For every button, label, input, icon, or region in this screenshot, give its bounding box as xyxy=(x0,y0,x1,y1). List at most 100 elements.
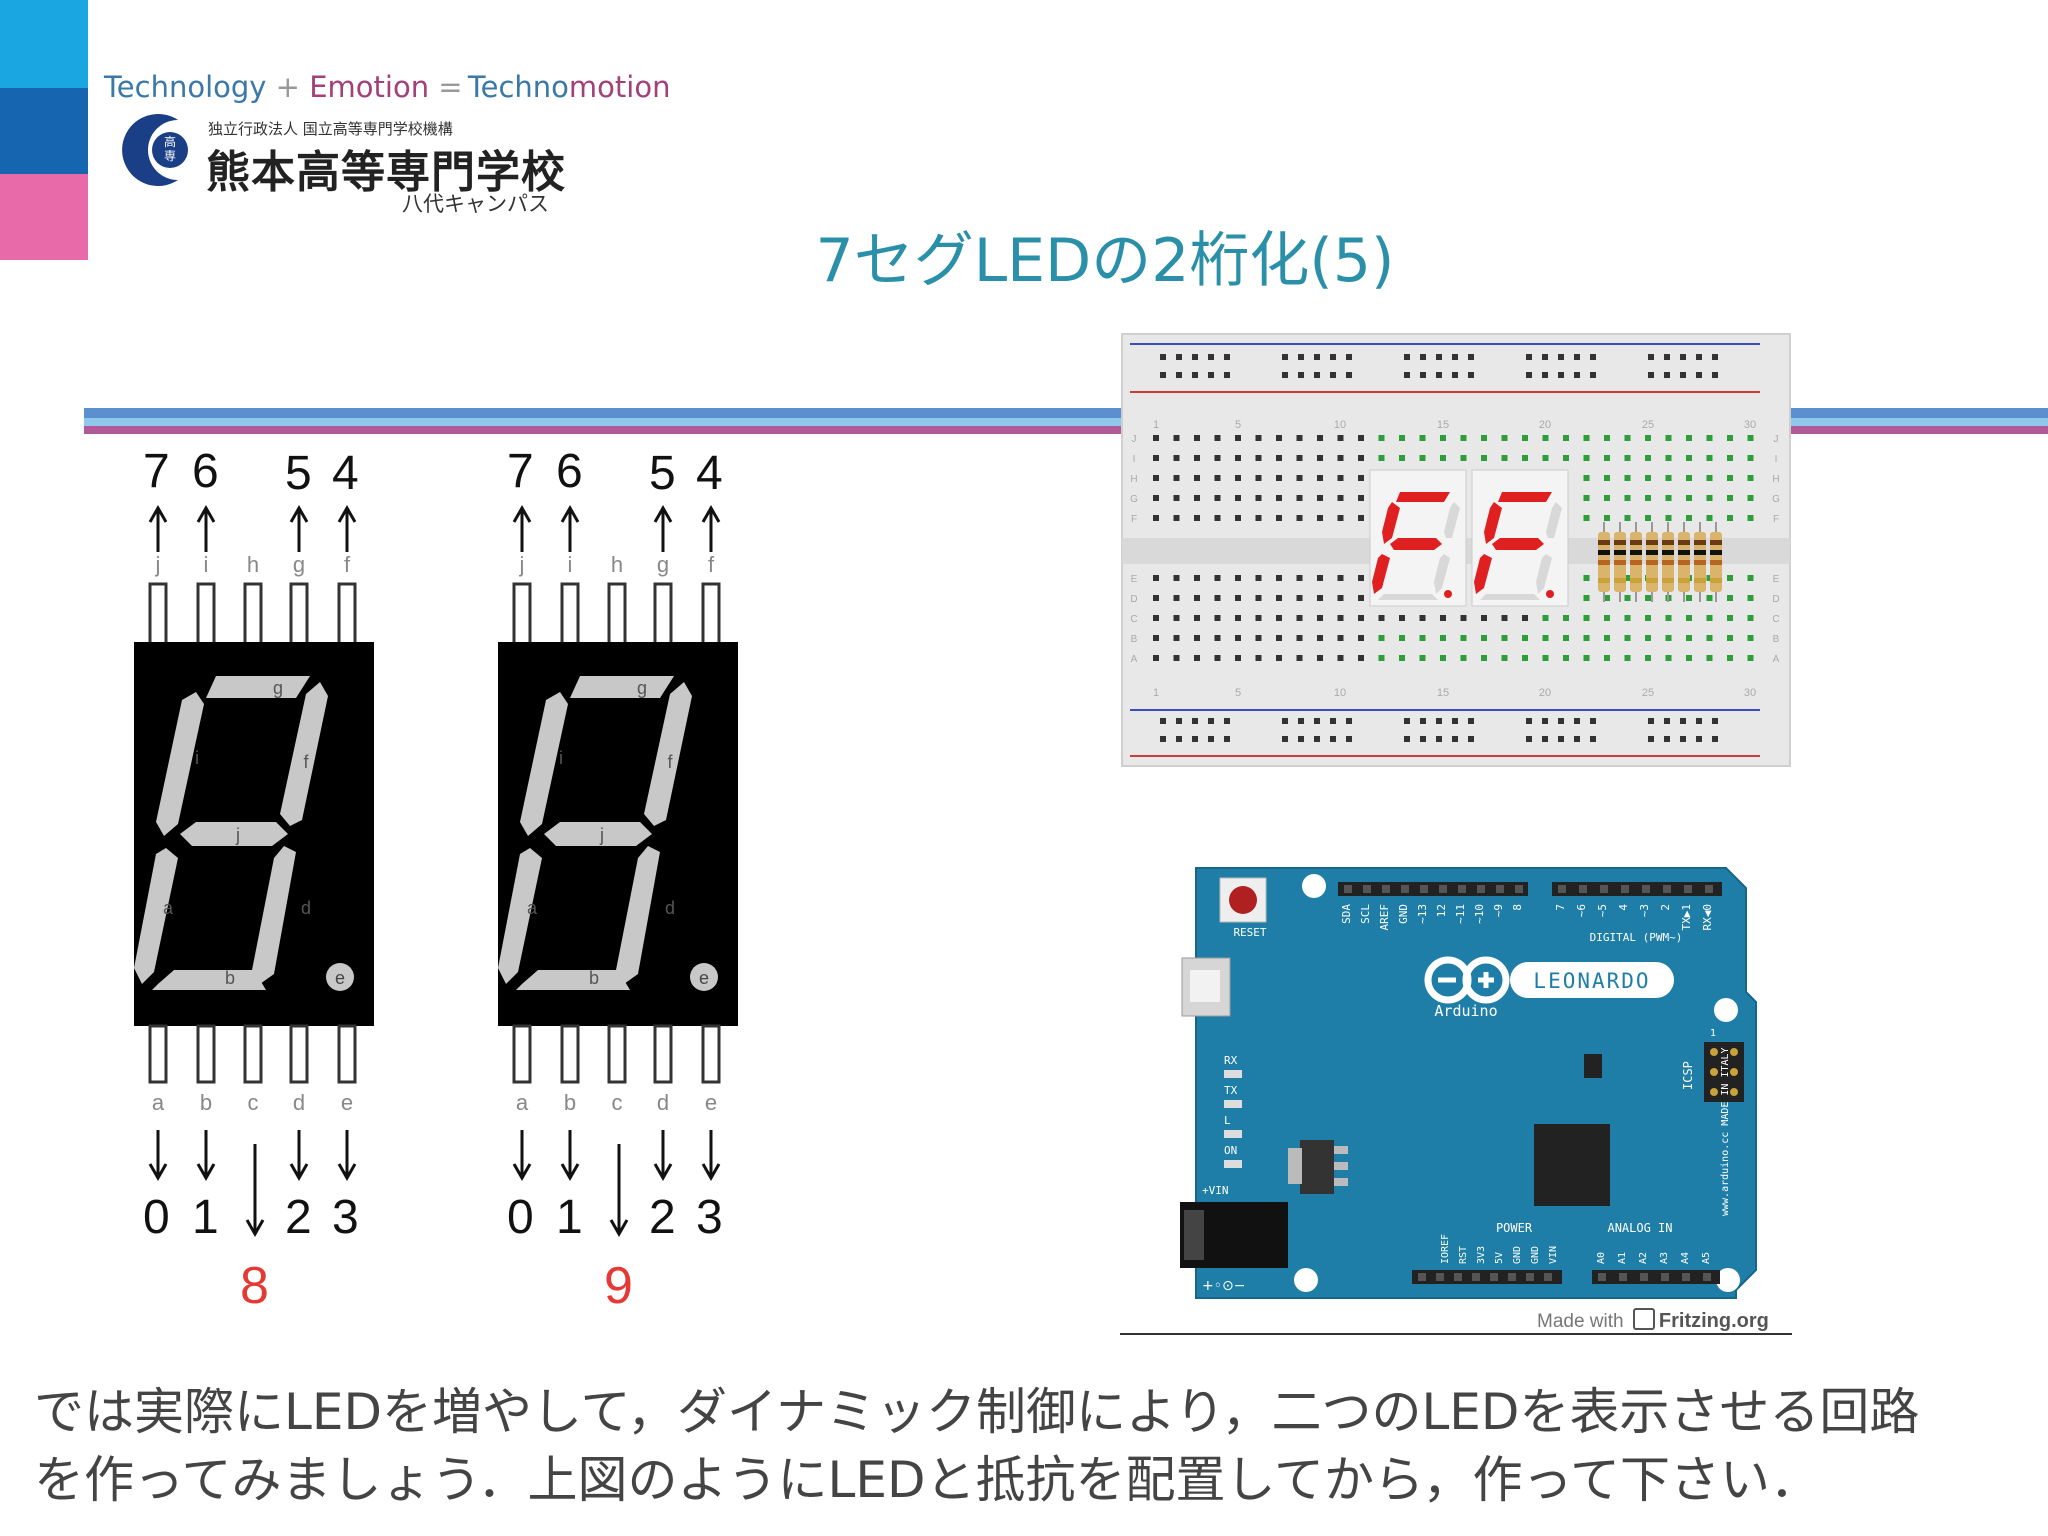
breadboard: 1 5 10 15 20 25 30 1 5 10 15 20 25 30 J … xyxy=(1121,333,1791,767)
row-letter: D xyxy=(1772,594,1779,605)
row-letter: I xyxy=(1133,454,1136,465)
row-letter: C xyxy=(1130,614,1137,625)
stripe-light xyxy=(84,418,2048,426)
bottom-pin-letter: c xyxy=(248,1090,259,1115)
fritzing-credit: Made with Fritzing.org xyxy=(1537,1308,1769,1333)
arduino-pin-label: 7 xyxy=(1554,904,1567,911)
tagline-plus: + xyxy=(275,70,300,104)
arduino-pin-label: ~9 xyxy=(1492,904,1505,917)
arduino-pin-label: ~13 xyxy=(1416,904,1429,924)
arduino-pin-label: ~5 xyxy=(1596,904,1609,917)
arduino-brand: Arduino xyxy=(1434,1002,1497,1020)
bottom-pin-legs xyxy=(148,1024,357,1084)
pin-label: 1 xyxy=(556,1191,583,1244)
made-in-label: www.arduino.cc MADE IN ITALY xyxy=(1720,1047,1731,1216)
arduino-pin-label: ~10 xyxy=(1473,904,1486,924)
segment-d xyxy=(616,846,660,984)
segment-label: b xyxy=(225,968,235,988)
led-label: RX xyxy=(1224,1054,1238,1067)
arduino-pin-label: IOREF xyxy=(1440,1234,1451,1264)
segment-label: g xyxy=(273,678,283,698)
common-pin-label: 9 xyxy=(604,1257,633,1315)
led-label: ON xyxy=(1224,1144,1237,1157)
row-letter: E xyxy=(1131,574,1138,585)
segment-label: i xyxy=(559,748,563,768)
body-text-line-1: では実際にLEDを増やして，ダイナミック制御により，二つのLEDを表示させる回路 xyxy=(34,1383,1920,1441)
row-letter: C xyxy=(1772,614,1779,625)
top-pin-letter: h xyxy=(247,552,259,577)
top-pin-letter: i xyxy=(568,552,573,577)
pin-label: 1 xyxy=(192,1191,219,1244)
segment-label: i xyxy=(195,748,199,768)
row-letter: B xyxy=(1773,634,1780,645)
down-arrows xyxy=(512,1130,721,1182)
bottom-pin-letter: e xyxy=(705,1090,717,1115)
led-label: L xyxy=(1224,1114,1231,1127)
segment-i xyxy=(156,692,204,836)
segment-label: j xyxy=(235,825,240,845)
arduino-pin-label: 2 xyxy=(1659,904,1672,911)
segment-i xyxy=(520,692,568,836)
arduino-pin-label: A0 xyxy=(1596,1252,1607,1264)
top-pin-letter: g xyxy=(293,552,305,577)
stripe-blue xyxy=(84,408,2048,418)
body-text: では実際にLEDを増やして，ダイナミック制御により，二つのLEDを表示させる回路… xyxy=(34,1378,2034,1514)
pin-label: 7 xyxy=(507,445,534,498)
arduino-pin-label: A3 xyxy=(1659,1252,1670,1264)
col-number: 10 xyxy=(1334,687,1346,699)
pin-label: 4 xyxy=(696,447,723,500)
segment-label: b xyxy=(589,968,599,988)
bottom-pin-letter: c xyxy=(612,1090,623,1115)
segment-b xyxy=(152,970,266,990)
school-logo: 高 専 xyxy=(122,114,188,186)
logo-text-2: 専 xyxy=(164,149,176,163)
col-number: 25 xyxy=(1642,687,1654,699)
school-org: 独立行政法人 国立高等専門学校機構 xyxy=(208,120,453,138)
tagline: Technology + Emotion = Technomotion xyxy=(104,70,670,104)
arduino-pin-label: 12 xyxy=(1435,904,1448,917)
tagline-technology: Technology xyxy=(104,70,267,104)
col-number: 15 xyxy=(1437,419,1449,431)
decimal-point xyxy=(326,963,354,991)
led-label: TX xyxy=(1224,1084,1238,1097)
pin-label: 0 xyxy=(143,1191,170,1244)
top-pin-letter: f xyxy=(708,552,715,577)
arduino-pin-label: RST xyxy=(1458,1246,1469,1264)
segment-label: f xyxy=(303,752,309,772)
arduino-pin-label: SDA xyxy=(1340,904,1353,924)
bottom-pin-letter: b xyxy=(200,1090,212,1115)
row-letter: E xyxy=(1773,574,1780,585)
tagline-motion: motion xyxy=(568,70,671,104)
arduino-pin-label: GND xyxy=(1397,904,1410,924)
segment-g xyxy=(570,676,674,698)
col-number: 20 xyxy=(1539,419,1551,431)
slide-title: 7セグLEDの2桁化(5) xyxy=(815,226,1395,296)
breadboard-holes xyxy=(1153,354,1754,742)
breadboard-7seg-modules xyxy=(1369,469,1569,607)
arduino-pin-label: ~6 xyxy=(1575,904,1588,917)
segment-a xyxy=(134,848,178,984)
left-bar-cyan xyxy=(0,0,88,88)
col-number: 5 xyxy=(1235,419,1241,431)
col-number: 1 xyxy=(1153,687,1159,699)
col-number: 20 xyxy=(1539,687,1551,699)
power-label: POWER xyxy=(1496,1221,1533,1235)
campus-name: 八代キャンパス xyxy=(402,192,549,216)
top-pin-letter: i xyxy=(204,552,209,577)
digital-label: DIGITAL (PWM~) xyxy=(1590,931,1683,944)
row-letter: B xyxy=(1131,634,1138,645)
row-letter: F xyxy=(1131,514,1137,525)
segments xyxy=(134,676,328,990)
left-bar-pink xyxy=(0,174,88,260)
bottom-pin-legs xyxy=(512,1024,721,1084)
icsp-pin-label: 1 xyxy=(1710,1028,1716,1039)
segment-label: a xyxy=(527,898,538,918)
segment-label: a xyxy=(163,898,174,918)
credit-prefix: Made with xyxy=(1537,1311,1624,1332)
arduino-pin-label: A1 xyxy=(1617,1252,1628,1264)
common-arrow-1 xyxy=(245,1144,265,1238)
segment-label: d xyxy=(301,898,311,918)
fritzing-line xyxy=(1120,1333,1792,1335)
pin-label: 7 xyxy=(143,445,170,498)
